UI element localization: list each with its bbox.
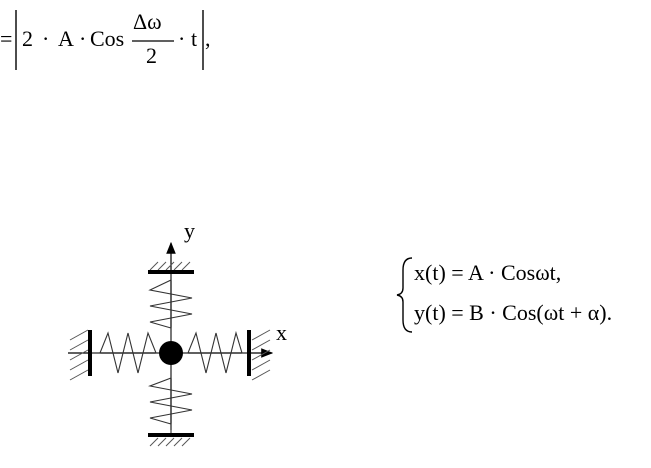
- equation-y: y(t) = B · Cos(ωt + α).: [414, 300, 613, 325]
- var-t: t: [191, 26, 198, 51]
- comma: ,: [205, 26, 211, 51]
- y-axis-label: y: [184, 218, 195, 243]
- right-spring: [181, 330, 247, 374]
- dot-3: ·: [178, 26, 186, 51]
- frac-numerator: Δω: [133, 9, 162, 34]
- dot-2: ·: [79, 26, 87, 51]
- left-spring: [92, 331, 161, 374]
- top-spring: [148, 274, 193, 343]
- x-axis-label: x: [276, 320, 287, 345]
- amplitude-a: A: [58, 26, 74, 51]
- bottom-spring: [147, 363, 193, 433]
- cos-func: Cos: [90, 26, 125, 51]
- bottom-wall-hatch: [149, 437, 191, 447]
- coef-2: 2: [22, 26, 33, 51]
- dot-1: ·: [42, 26, 50, 51]
- system-brace: [396, 257, 413, 333]
- left-wall-hatch: [69, 329, 89, 381]
- mass-ball: [159, 341, 183, 365]
- top-wall-hatch: [149, 261, 191, 271]
- equation-x: x(t) = A · Cosωt,: [414, 260, 562, 285]
- frac-denominator: 2: [146, 43, 157, 68]
- equals-sign: =: [0, 26, 13, 51]
- right-wall-hatch: [251, 329, 271, 381]
